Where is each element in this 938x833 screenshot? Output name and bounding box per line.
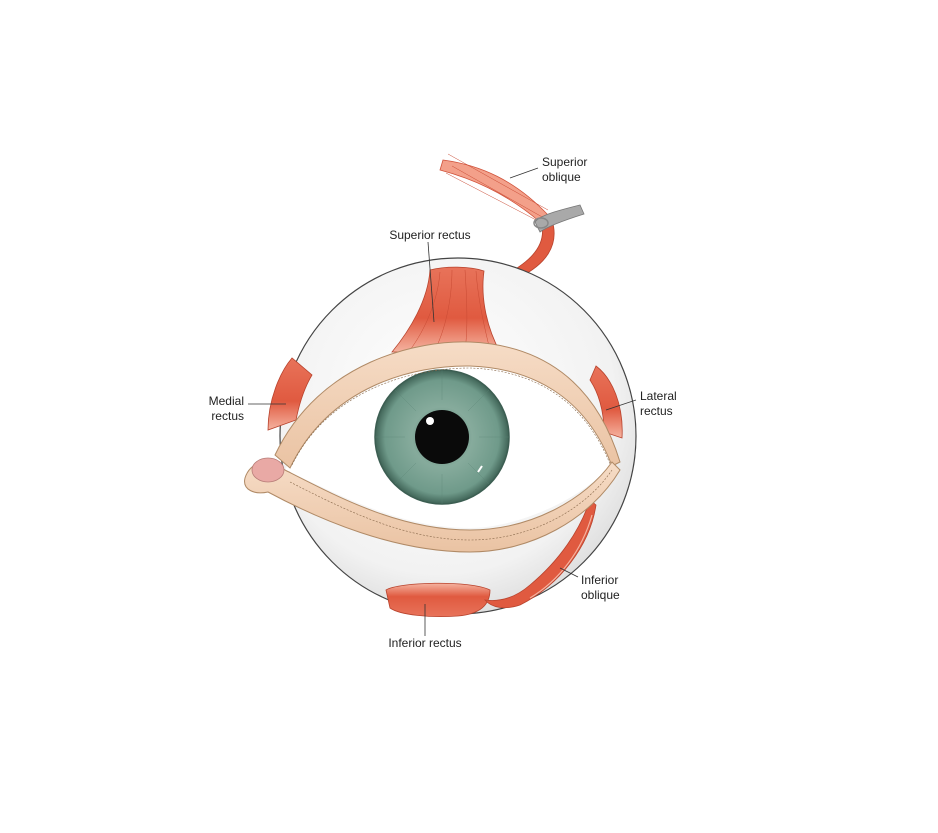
leader-lateral-rectus bbox=[605, 399, 637, 411]
pupil bbox=[415, 410, 469, 464]
label-superior-oblique: Superior oblique bbox=[542, 155, 588, 184]
iris-highlight bbox=[477, 465, 483, 473]
label-inferior-rectus: Inferior rectus bbox=[388, 636, 462, 650]
leader-superior-oblique bbox=[509, 167, 539, 179]
leader-inferior-oblique bbox=[559, 567, 579, 578]
inferior-oblique-muscle bbox=[483, 499, 597, 609]
pupil-highlight bbox=[426, 417, 434, 425]
upper-eyelid bbox=[274, 341, 621, 469]
lacrimal-caruncle bbox=[251, 457, 285, 483]
superior-rectus-muscle bbox=[391, 266, 501, 353]
leader-lines bbox=[248, 167, 637, 636]
label-superior-rectus: Superior rectus bbox=[389, 228, 471, 242]
inferior-rectus-muscle bbox=[385, 582, 491, 618]
label-lateral-rectus: Lateral rectus bbox=[640, 389, 677, 418]
label-inferior-oblique: Inferior oblique bbox=[581, 573, 620, 602]
medial-rectus-muscle bbox=[267, 357, 313, 431]
iris-striations bbox=[375, 370, 509, 504]
lower-eyelid bbox=[244, 461, 621, 553]
label-medial-rectus: Medial rectus bbox=[208, 394, 244, 423]
leader-superior-rectus bbox=[427, 241, 435, 323]
lateral-rectus-muscle bbox=[589, 365, 623, 439]
trochlea-pulley bbox=[533, 204, 585, 233]
